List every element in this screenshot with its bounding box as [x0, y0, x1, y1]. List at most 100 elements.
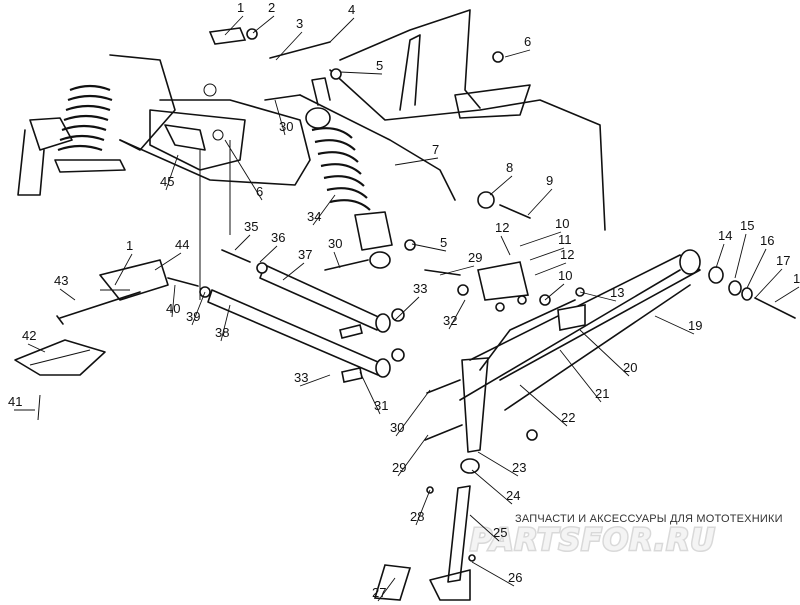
leader-line-c43	[59, 288, 76, 301]
leader-line-c25	[469, 514, 500, 542]
callout-c2: 2	[268, 0, 275, 15]
callout-c1b: 1	[126, 238, 133, 253]
skid-plate	[14, 339, 106, 421]
leader-line-c6b	[224, 139, 263, 201]
callout-c39: 39	[186, 309, 200, 324]
leader-line-c36	[259, 245, 278, 263]
callout-c7: 7	[432, 142, 439, 157]
leader-line-c42	[27, 343, 46, 353]
leader-line-c29a	[439, 265, 475, 276]
watermark-caption: ЗАПЧАСТИ И АКСЕССУАРЫ ДЛЯ МОТОТЕХНИКИ	[515, 513, 783, 525]
leader-line-c35	[234, 234, 251, 251]
callout-c37: 37	[298, 247, 312, 262]
callout-labels: 1234567891011121210131415161718192021222…	[8, 0, 800, 602]
callout-c3: 3	[296, 16, 303, 31]
leader-line-c21	[559, 349, 602, 403]
callout-c9: 9	[546, 173, 553, 188]
misc-hardware	[100, 27, 586, 562]
callout-c5a: 5	[376, 58, 383, 73]
callout-c14: 14	[718, 228, 732, 243]
leader-line-c4	[329, 17, 355, 43]
leader-line-c10a	[519, 231, 562, 247]
callout-c19: 19	[688, 318, 702, 333]
leader-line-c30b	[333, 251, 341, 269]
leader-line-c33b	[299, 374, 331, 387]
leader-line-c1	[224, 15, 244, 36]
callout-c33b: 33	[294, 370, 308, 385]
spindle	[373, 357, 489, 601]
leader-line-c40	[171, 284, 176, 318]
callout-c30c: 30	[390, 420, 404, 435]
leader-line-c13	[579, 291, 617, 302]
callout-c34: 34	[307, 209, 321, 224]
callout-c11: 11	[558, 232, 572, 247]
callout-c30b: 30	[328, 236, 342, 251]
callout-c35: 35	[244, 219, 258, 234]
leader-line-c34	[312, 194, 336, 226]
leader-line-c2	[252, 15, 275, 34]
callout-c36: 36	[271, 230, 285, 245]
callout-c10b: 10	[558, 268, 572, 283]
callout-c16: 16	[760, 233, 774, 248]
callout-c20: 20	[623, 360, 637, 375]
watermark-logo-outline: PARTSFOR.RU	[470, 523, 716, 558]
leader-line-c5b	[411, 243, 447, 252]
leader-line-c19	[654, 315, 695, 335]
callout-c12b: 12	[560, 247, 574, 262]
callout-c38: 38	[215, 325, 229, 340]
callout-c27: 27	[372, 585, 386, 600]
callout-c4: 4	[348, 2, 355, 17]
leader-line-c20	[579, 329, 630, 377]
leader-line-c28	[415, 489, 431, 526]
callout-c17: 17	[776, 253, 790, 268]
leader-line-c3	[275, 31, 303, 61]
left-mount-bracket	[56, 259, 169, 325]
leader-line-c14	[715, 243, 725, 269]
callout-c12a: 12	[495, 220, 509, 235]
callout-c29a: 29	[468, 250, 482, 265]
leader-line-c31	[359, 371, 381, 415]
callout-c21: 21	[595, 386, 609, 401]
leader-line-c27	[377, 577, 396, 602]
callout-c18: 18	[793, 271, 800, 286]
pivot-hardware	[708, 266, 796, 319]
callout-c28: 28	[410, 509, 424, 524]
callout-c41: 41	[8, 394, 22, 409]
callout-c40: 40	[166, 301, 180, 316]
leader-line-c1b	[114, 253, 133, 286]
leader-line-c39	[191, 291, 206, 326]
callout-c6b: 6	[256, 184, 263, 199]
callout-c32: 32	[443, 313, 457, 328]
radius-rods	[207, 264, 391, 378]
leader-line-c7	[394, 157, 439, 166]
leader-line-c32	[448, 299, 466, 330]
leader-line-c38	[220, 304, 231, 342]
callout-c25: 25	[493, 525, 507, 540]
leader-line-c23	[477, 451, 519, 477]
leader-line-c17	[754, 268, 783, 299]
callout-c23: 23	[512, 460, 526, 475]
callout-c22: 22	[561, 410, 575, 425]
leader-line-c44	[154, 252, 182, 271]
rear-suspension-assembly	[17, 54, 311, 196]
leader-line-c37	[282, 262, 305, 281]
callout-c42: 42	[22, 328, 36, 343]
callout-c29b: 29	[392, 460, 406, 475]
leader-line-c11	[529, 247, 565, 261]
callout-c5b: 5	[440, 235, 447, 250]
leader-line-c16	[746, 248, 767, 289]
callout-c24: 24	[506, 488, 520, 503]
leader-line-c26	[471, 561, 515, 587]
callout-c33a: 33	[413, 281, 427, 296]
callout-c15: 15	[740, 218, 754, 233]
leader-line-c30c	[395, 389, 431, 437]
leader-line-c9	[527, 188, 553, 216]
callout-c26: 26	[508, 570, 522, 585]
callout-c43: 43	[54, 273, 68, 288]
frame-bracket	[299, 9, 606, 231]
watermark: PARTSFOR.RU PARTSFOR.RU ЗАПЧАСТИ И АКСЕС…	[469, 513, 783, 560]
leader-line-c8	[489, 175, 513, 196]
leader-line-c24	[471, 469, 513, 505]
